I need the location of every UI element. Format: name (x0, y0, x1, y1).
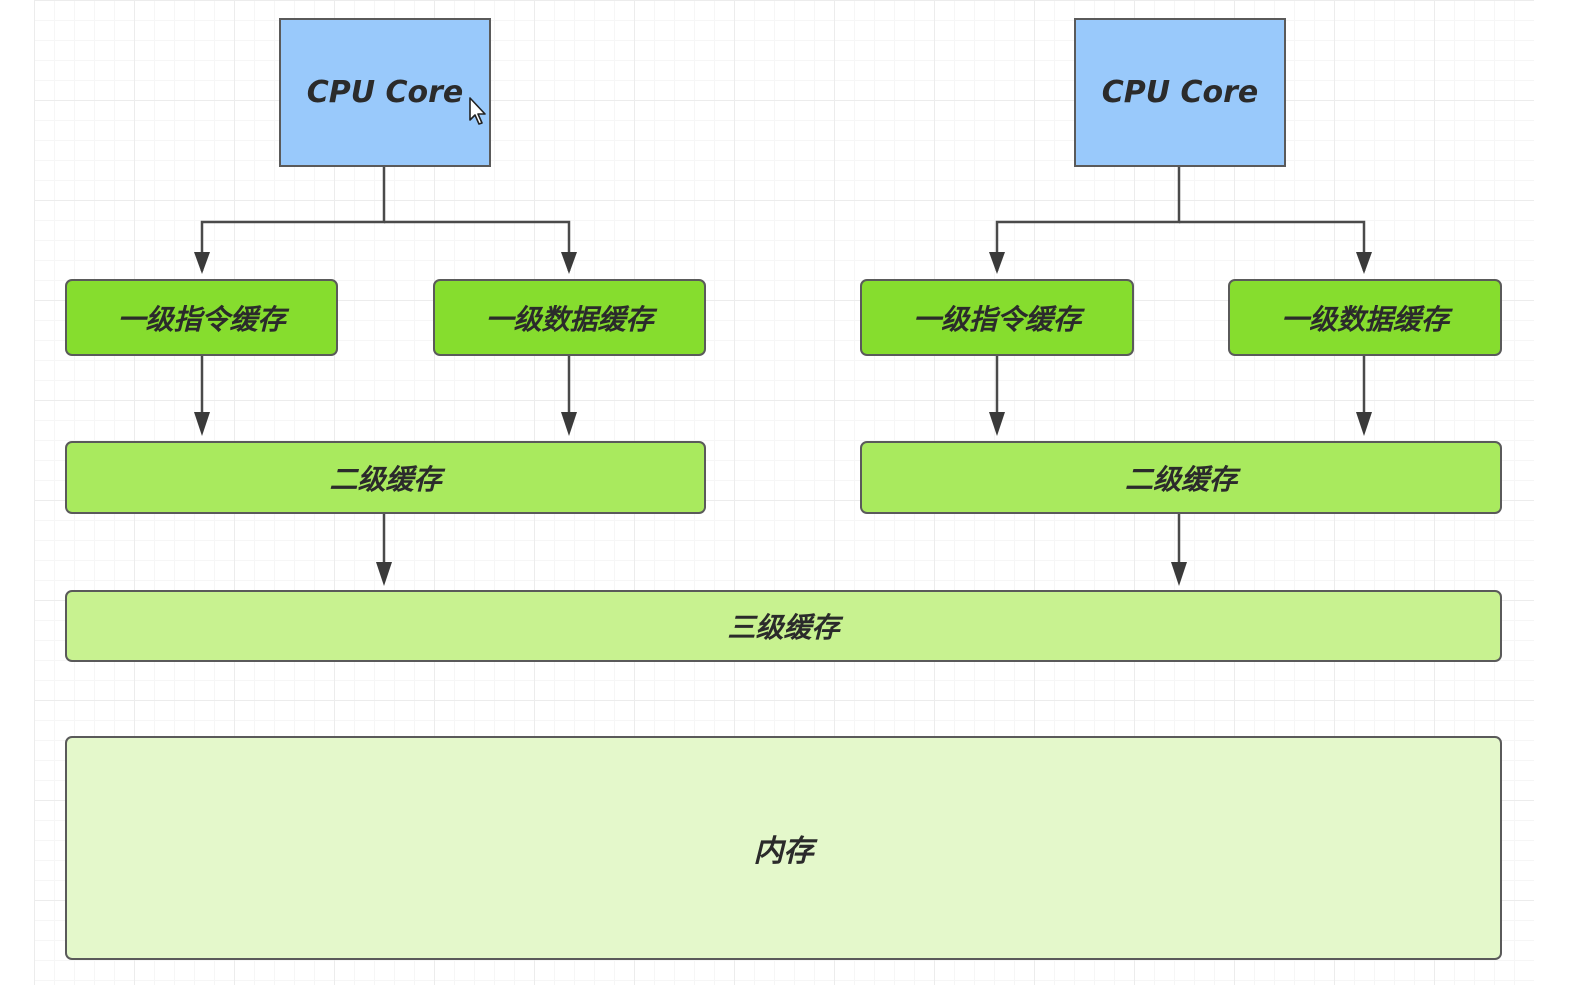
l1-instruction-cache-core-1[interactable]: 一级指令缓存 (65, 279, 338, 356)
arrowhead (1171, 562, 1187, 586)
arrowhead (1356, 252, 1372, 274)
arrowhead (989, 252, 1005, 274)
arrowhead (376, 562, 392, 586)
main-memory-label: 内存 (753, 834, 814, 869)
l1-instruction-cache-core-1-label: 一级指令缓存 (117, 302, 286, 336)
l2-cache-core-2[interactable]: 二级缓存 (860, 441, 1502, 514)
l2-cache-core-1-label: 二级缓存 (329, 462, 442, 496)
l1-instruction-cache-core-2[interactable]: 一级指令缓存 (860, 279, 1134, 356)
arrowhead (989, 412, 1005, 436)
edge-cpu2-to-l1-split (995, 167, 1181, 271)
l2-cache-core-1[interactable]: 二级缓存 (65, 441, 706, 514)
l3-cache[interactable]: 三级缓存 (65, 590, 1502, 662)
main-memory[interactable]: 内存 (65, 736, 1502, 960)
arrowhead (561, 412, 577, 436)
l1-data-cache-core-1-label: 一级数据缓存 (485, 302, 654, 336)
arrowhead (194, 252, 210, 274)
cpu-core-1-label: CPU Core (306, 75, 464, 110)
l2-cache-core-2-label: 二级缓存 (1124, 462, 1237, 496)
edge-cpu2-to-l1-data (1179, 220, 1366, 271)
edge-cpu1-to-l1-data (384, 220, 571, 271)
arrowhead (1356, 412, 1372, 436)
mouse-cursor-icon (469, 97, 486, 125)
l1-data-cache-core-2-label: 一级数据缓存 (1280, 302, 1449, 336)
edge-cpu1-to-l1-split (200, 167, 386, 271)
l1-data-cache-core-2[interactable]: 一级数据缓存 (1228, 279, 1502, 356)
arrowhead (194, 412, 210, 436)
l1-data-cache-core-1[interactable]: 一级数据缓存 (433, 279, 706, 356)
arrowhead (561, 252, 577, 274)
l1-instruction-cache-core-2-label: 一级指令缓存 (912, 302, 1081, 336)
cpu-core-2-label: CPU Core (1101, 75, 1259, 110)
l3-cache-label: 三级缓存 (727, 611, 840, 644)
cpu-core-1[interactable]: CPU Core (279, 18, 491, 167)
cpu-core-2[interactable]: CPU Core (1074, 18, 1286, 167)
